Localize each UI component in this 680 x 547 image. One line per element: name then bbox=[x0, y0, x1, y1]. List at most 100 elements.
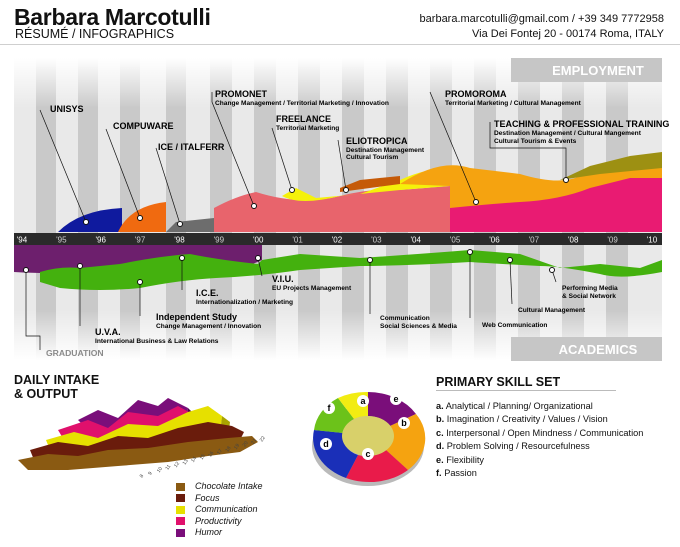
area-academic-purple bbox=[14, 245, 262, 274]
donut-letter: f bbox=[328, 403, 332, 413]
hour-label: 21 bbox=[250, 438, 258, 446]
legend-label: Chocolate Intake bbox=[195, 481, 263, 491]
header-divider bbox=[0, 44, 680, 45]
job-detail: Change Management / Territorial Marketin… bbox=[215, 100, 389, 107]
hour-label: 8 bbox=[139, 473, 146, 479]
year-label: '10 bbox=[647, 236, 658, 245]
academics-label-bar bbox=[511, 337, 662, 361]
donut-letter: a bbox=[360, 396, 366, 406]
employment-label: EMPLOYMENT bbox=[552, 63, 644, 78]
intake-ribbons bbox=[18, 398, 258, 470]
skills-divider bbox=[436, 390, 616, 391]
academic-areas bbox=[14, 245, 662, 290]
job-detail: Destination Management / Cultural Mangem… bbox=[494, 130, 642, 137]
degree-title: Performing Media bbox=[562, 285, 618, 292]
skill-item: d. Problem Solving / Resourcefulness bbox=[436, 440, 643, 453]
slice-c bbox=[346, 450, 408, 483]
donut-letter: e bbox=[393, 394, 398, 404]
slice-f bbox=[314, 398, 354, 433]
hour-label: 10 bbox=[156, 466, 164, 474]
contact-address: Via Dei Fontej 20 - 00174 Roma, ITALY bbox=[472, 28, 664, 40]
degree-title: U.V.A. bbox=[95, 327, 121, 337]
year-label: '04 bbox=[411, 236, 422, 245]
hour-label: 14 bbox=[190, 456, 198, 464]
area-teaching bbox=[450, 178, 662, 232]
skill-text: Passion bbox=[444, 468, 477, 479]
area-eliotropica bbox=[340, 176, 400, 192]
legend-item: Communication bbox=[176, 504, 263, 516]
job-title: FREELANCE bbox=[276, 114, 331, 124]
job-title: PROMONET bbox=[215, 89, 268, 99]
hour-label: 19 bbox=[233, 443, 241, 451]
career-timeline: EMPLOYMENT ACADEMICS '94'95'96'97'98'99'… bbox=[14, 58, 669, 361]
employment-callouts bbox=[39, 91, 567, 225]
hour-label: 17 bbox=[216, 448, 224, 456]
hour-label: 15 bbox=[199, 453, 207, 461]
job-detail: Destination Management bbox=[346, 147, 425, 154]
resume-subtitle: RÉSUMÉ / INFOGRAPHICS bbox=[15, 27, 175, 41]
timeline-years: '94'95'96'97'98'99'00'01'02'03'04'05'06'… bbox=[17, 236, 658, 245]
year-label: '02 bbox=[332, 236, 343, 245]
year-label: '00 bbox=[253, 236, 264, 245]
timeline-year-bar bbox=[14, 233, 662, 245]
year-label: '07 bbox=[529, 236, 540, 245]
degree-detail: EU Projects Management bbox=[272, 285, 352, 292]
job-title: COMPUWARE bbox=[113, 121, 174, 131]
donut-letter: c bbox=[365, 449, 370, 459]
hour-label: 18 bbox=[224, 445, 232, 453]
area-ice bbox=[166, 218, 214, 232]
job-title: UNISYS bbox=[50, 104, 84, 114]
legend-item: Productivity bbox=[176, 516, 263, 528]
job-detail: Territorial Marketing / Cultural Managem… bbox=[445, 100, 582, 107]
legend-label: Focus bbox=[195, 492, 220, 503]
skill-item: a. Analytical / Planning/ Organizational bbox=[436, 400, 643, 413]
employment-label-bar bbox=[511, 58, 662, 82]
job-title: TEACHING & PROFESSIONAL TRAINING bbox=[494, 119, 669, 129]
skill-key: c. bbox=[436, 427, 444, 438]
donut-letter: d bbox=[323, 439, 329, 449]
year-label: '99 bbox=[214, 236, 225, 245]
legend-label: Communication bbox=[195, 504, 258, 514]
skill-key: f. bbox=[436, 468, 442, 479]
contact-email-phone: barbara.marcotulli@gmail.com / +39 349 7… bbox=[419, 13, 664, 25]
job-detail: Territorial Marketing bbox=[276, 125, 339, 132]
skills-donut-chart: a b c d e f bbox=[312, 391, 426, 486]
year-label: '94 bbox=[17, 236, 28, 245]
contact-block: barbara.marcotulli@gmail.com / +39 349 7… bbox=[420, 12, 664, 42]
year-label: '03 bbox=[371, 236, 382, 245]
employment-markers bbox=[83, 177, 569, 227]
skill-key: d. bbox=[436, 441, 445, 452]
legend-swatch bbox=[176, 505, 185, 514]
year-label: '09 bbox=[607, 236, 618, 245]
ribbon-focus bbox=[30, 422, 244, 462]
year-label: '97 bbox=[135, 236, 146, 245]
skill-item: b. Imagination / Creativity / Values / V… bbox=[436, 413, 643, 426]
slice-b bbox=[386, 414, 426, 470]
skill-item: f. Passion bbox=[436, 467, 643, 480]
degree-detail: & Social Network bbox=[562, 293, 616, 300]
intake-title: DAILY INTAKE & OUTPUT bbox=[14, 373, 99, 401]
degree-detail: Social Sciences & Media bbox=[380, 323, 457, 330]
job-title: PROMOROMA bbox=[445, 89, 507, 99]
job-title: ELIOTROPICA bbox=[346, 136, 408, 146]
degree-detail: Internationalization / Marketing bbox=[196, 299, 293, 306]
area-unisys bbox=[58, 208, 122, 232]
ribbon-chocolate bbox=[18, 436, 258, 470]
degree-title: I.C.E. bbox=[196, 288, 219, 298]
skill-text: Analytical / Planning/ Organizational bbox=[445, 401, 593, 411]
legend-item: Humor bbox=[176, 527, 263, 539]
skill-item: c. Interpersonal / Open Mindness / Commu… bbox=[436, 427, 643, 440]
employment-areas bbox=[58, 152, 662, 232]
area-academic-green bbox=[40, 250, 662, 290]
intake-title-line1: DAILY INTAKE bbox=[14, 373, 100, 387]
legend-swatch bbox=[176, 494, 185, 503]
degree-title: GRADUATION bbox=[46, 348, 104, 358]
job-detail: Cultural Tourism bbox=[346, 154, 398, 161]
degree-title: V.I.U. bbox=[272, 274, 294, 284]
intake-legend: Chocolate Intake Focus Communication Pro… bbox=[176, 481, 263, 539]
degree-title: Communication bbox=[380, 315, 430, 322]
skill-text: Flexibility bbox=[446, 454, 485, 465]
academic-callouts bbox=[25, 252, 557, 350]
